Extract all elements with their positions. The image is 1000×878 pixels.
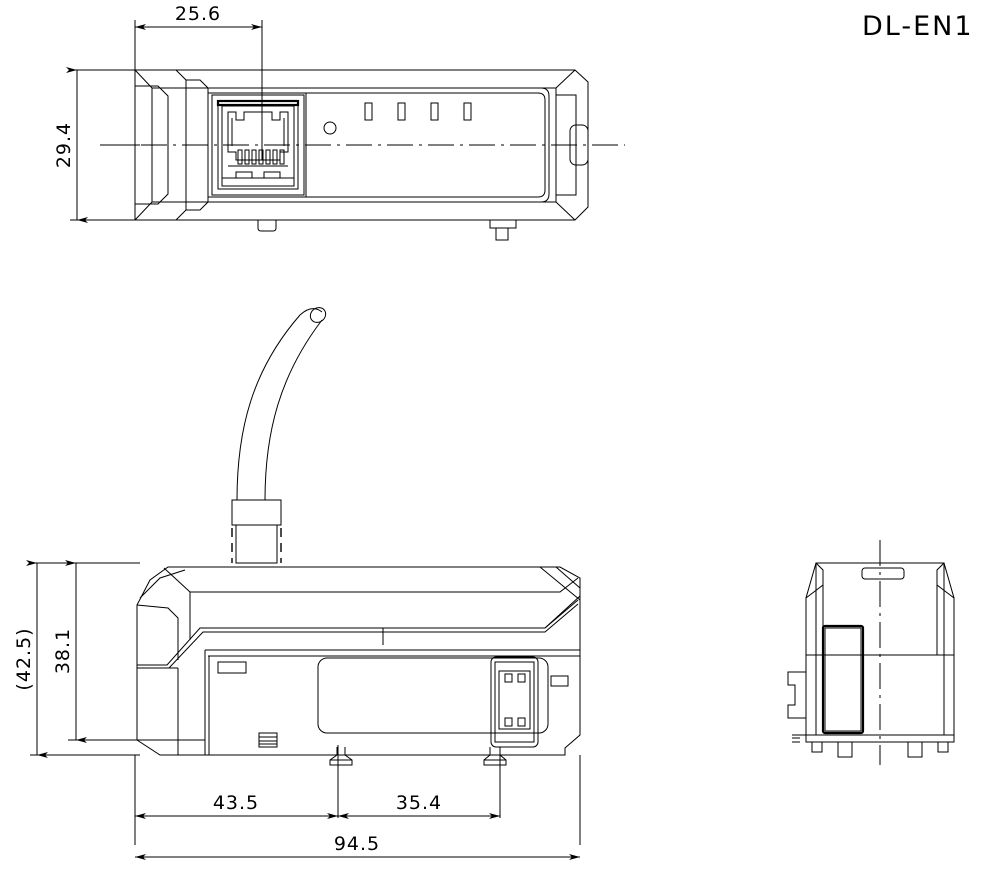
end-view-side-latch bbox=[788, 672, 806, 718]
top-view bbox=[100, 70, 625, 240]
vent-rib bbox=[259, 733, 277, 747]
drawing-title: DL-EN1 bbox=[862, 11, 974, 42]
end-view-housing-outline bbox=[806, 563, 954, 735]
dimension-side-length-overall-label: 94.5 bbox=[334, 833, 380, 855]
rj45-connector-side bbox=[491, 657, 538, 747]
side-small-port bbox=[551, 676, 568, 686]
dimension-side-length-right-label: 35.4 bbox=[396, 792, 442, 814]
rj45-jack-port bbox=[212, 95, 304, 195]
dimension-side-length-overall: 94.5 bbox=[135, 833, 580, 860]
dimension-top-width: 25.6 bbox=[134, 3, 263, 160]
end-view bbox=[788, 540, 954, 765]
led-indicator-1 bbox=[365, 103, 372, 120]
cable-gland bbox=[231, 500, 282, 563]
dimension-top-width-label: 25.6 bbox=[175, 3, 221, 25]
bottom-clip-right bbox=[490, 220, 516, 240]
dimension-side-height-body: 38.1 bbox=[52, 560, 205, 743]
dimension-top-height: 29.4 bbox=[53, 67, 140, 223]
led-indicator-2 bbox=[398, 103, 405, 120]
led-indicator-group bbox=[365, 103, 471, 120]
label-recess bbox=[318, 658, 548, 733]
dimension-top-height-label: 29.4 bbox=[53, 122, 75, 168]
side-view-housing-outline bbox=[137, 567, 580, 755]
led-indicator-3 bbox=[431, 103, 438, 120]
dimension-side-height-overall-label: (42.5) bbox=[13, 627, 35, 690]
dimension-side-height-body-label: 38.1 bbox=[52, 628, 74, 674]
din-rail-foot bbox=[330, 747, 506, 765]
status-indicator-circle bbox=[324, 122, 336, 134]
led-indicator-4 bbox=[464, 103, 471, 120]
end-view-connector-block bbox=[821, 624, 865, 735]
rj45-pins bbox=[238, 150, 284, 164]
dimension-side-length-left-label: 43.5 bbox=[213, 792, 259, 814]
cable-exit bbox=[237, 305, 329, 500]
side-view bbox=[137, 305, 580, 765]
end-view-mount-feet bbox=[792, 735, 954, 757]
dimension-side-lengths: 43.5 35.4 bbox=[134, 745, 581, 845]
bottom-clip-left bbox=[258, 220, 276, 231]
latch-tab bbox=[218, 662, 246, 673]
end-view-top-slot bbox=[862, 568, 904, 579]
